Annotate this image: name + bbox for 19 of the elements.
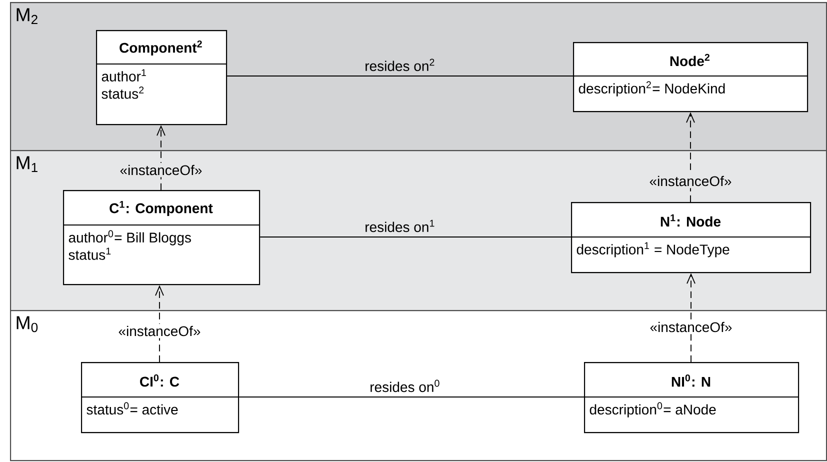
dependency-arrow	[155, 285, 164, 362]
class-box: C$^{1}$: Component author$^{0}$= Bill Bloggs status$^{1}$	[63, 190, 260, 286]
edge-label: resides on$^{0}$	[370, 380, 440, 392]
dependency-arrow	[686, 273, 696, 362]
class-box: Node$^{2}$ description$^{2}$= NodeKind	[573, 42, 808, 112]
association-line	[260, 236, 572, 238]
edge-label: «instanceOf»	[116, 324, 203, 338]
dependency-arrow	[686, 112, 695, 202]
edge-label: «instanceOf»	[118, 162, 204, 178]
dependency-arrow	[156, 125, 166, 190]
edge-label: «instanceOf»	[647, 174, 734, 188]
edge-label: resides on$^{2}$	[366, 58, 434, 72]
class-box: Component$^{2}$ author$^{1}$ status$^{2}$	[96, 30, 228, 126]
class-box: N$^{1}$: Node description$^{1}$ = NodeType	[571, 202, 812, 274]
class-box: CI$^{0}$: C status$^{0}$= active	[81, 362, 240, 434]
class-box: NI$^{0}$: N description$^{0}$= aNode	[584, 362, 800, 434]
association-line	[238, 396, 584, 398]
edge-label: resides on$^{1}$	[366, 220, 434, 232]
edge-label: «instanceOf»	[648, 320, 734, 334]
